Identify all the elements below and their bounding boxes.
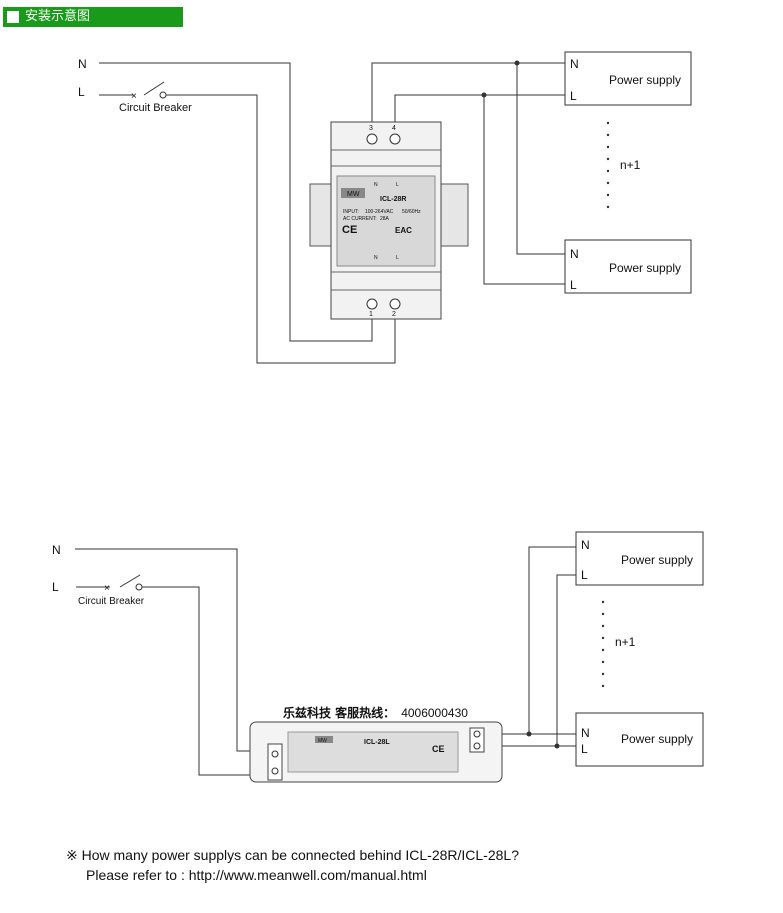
top-count-label: n+1 bbox=[620, 158, 641, 172]
output-terminal-icon bbox=[473, 742, 481, 750]
breaker-cross-icon: × bbox=[131, 91, 137, 102]
junction-dot bbox=[526, 731, 532, 737]
bottom-count-label: n+1 bbox=[615, 635, 636, 649]
contact-label: 乐兹科技 客服热线： bbox=[283, 706, 396, 720]
terminal-4-icon bbox=[389, 133, 401, 145]
eac-mark: EAC bbox=[395, 226, 412, 235]
device-bottom-l: L bbox=[396, 255, 399, 261]
mw-logo-icon bbox=[315, 736, 333, 743]
header-title: 安装示意图 bbox=[25, 9, 91, 24]
junction-dot bbox=[554, 743, 560, 749]
mw-logo-icon bbox=[341, 188, 365, 198]
bottom-junction-dots bbox=[526, 731, 560, 749]
device-bottom-n: N bbox=[374, 255, 378, 261]
load-l-label: L bbox=[581, 742, 588, 756]
header-square-icon bbox=[7, 11, 19, 23]
load-n-label: N bbox=[570, 247, 579, 261]
top-load-1: N L Power supply bbox=[564, 51, 692, 106]
terminal-2-label: 2 bbox=[392, 311, 396, 318]
bottom-circuit-breaker: × bbox=[104, 583, 143, 594]
breaker-contact-icon bbox=[159, 91, 167, 99]
top-wires bbox=[99, 62, 565, 364]
breaker-cross-icon: × bbox=[104, 583, 110, 594]
load-l-label: L bbox=[581, 568, 588, 582]
input-terminal-block bbox=[267, 743, 283, 781]
terminal-2-icon bbox=[389, 298, 401, 310]
footer-note: ※ How many power supplys can be connecte… bbox=[66, 845, 519, 885]
contact-number: 4006000430 bbox=[401, 706, 468, 720]
device-brand: MW bbox=[347, 191, 360, 198]
device-current-value: 28A bbox=[380, 216, 390, 222]
device-model: ICL-28R bbox=[380, 196, 406, 203]
load-n-label: N bbox=[581, 538, 590, 552]
terminal-1-label: 1 bbox=[369, 311, 373, 318]
device-brand: MW bbox=[318, 738, 327, 744]
ce-mark: CE bbox=[342, 224, 357, 236]
load-l-label: L bbox=[570, 278, 577, 292]
contact-hotline: 乐兹科技 客服热线： 4006000430 bbox=[283, 704, 468, 721]
load-label: Power supply bbox=[621, 732, 693, 746]
breaker-contact-icon bbox=[135, 583, 143, 591]
device-freq: 50/60Hz bbox=[402, 209, 421, 215]
bottom-n-label: N bbox=[52, 543, 61, 557]
device-top-n: N bbox=[374, 182, 378, 188]
bottom-ellipsis-dots bbox=[601, 600, 605, 688]
junction-dot bbox=[481, 92, 487, 98]
junction-dot bbox=[514, 60, 520, 66]
device-top-l: L bbox=[396, 182, 399, 188]
input-terminal-icon bbox=[271, 767, 279, 775]
top-ellipsis-dots bbox=[606, 121, 610, 209]
ce-mark: CE bbox=[432, 744, 445, 754]
top-load-2: N L Power supply bbox=[564, 239, 692, 294]
bottom-load-2: N L Power supply bbox=[575, 712, 704, 767]
load-label: Power supply bbox=[609, 261, 681, 275]
section-header: 安装示意图 bbox=[3, 7, 183, 27]
icl-28l-device: MW ICL-28L CE bbox=[249, 721, 503, 783]
bottom-l-label: L bbox=[52, 580, 59, 594]
input-terminal-icon bbox=[271, 750, 279, 758]
top-l-label: L bbox=[78, 85, 85, 99]
device-input: INPUT: bbox=[343, 209, 359, 215]
device-model: ICL-28L bbox=[364, 739, 390, 746]
load-label: Power supply bbox=[609, 73, 681, 87]
top-junction-dots bbox=[481, 60, 520, 98]
terminal-3-label: 3 bbox=[369, 125, 373, 132]
note-mark-icon: ※ bbox=[66, 847, 78, 863]
top-breaker-label: Circuit Breaker bbox=[119, 102, 192, 114]
device-input-value: 100-264VAC bbox=[365, 209, 394, 215]
bottom-load-1: N L Power supply bbox=[575, 531, 704, 586]
terminal-3-icon bbox=[366, 133, 378, 145]
device-current: AC CURRENT: bbox=[343, 216, 377, 222]
top-n-label: N bbox=[78, 57, 87, 71]
footer-line-1: How many power supplys can be connected … bbox=[81, 847, 519, 863]
terminal-1-icon bbox=[366, 298, 378, 310]
load-n-label: N bbox=[570, 57, 579, 71]
bottom-breaker-label: Circuit Breaker bbox=[78, 596, 145, 607]
load-label: Power supply bbox=[621, 553, 693, 567]
top-circuit-breaker: × bbox=[131, 91, 167, 102]
footer-line-2: Please refer to : http://www.meanwell.co… bbox=[86, 867, 427, 883]
load-l-label: L bbox=[570, 89, 577, 103]
load-n-label: N bbox=[581, 726, 590, 740]
terminal-4-label: 4 bbox=[392, 125, 396, 132]
icl-28r-device: MW ICL-28R INPUT: 100-264VAC 50/60Hz AC … bbox=[309, 121, 469, 320]
output-terminal-icon bbox=[473, 730, 481, 738]
